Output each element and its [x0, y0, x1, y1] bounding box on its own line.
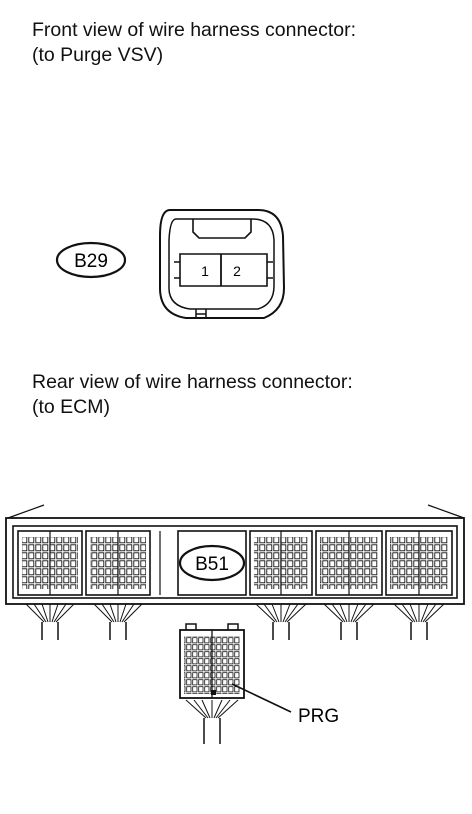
b29-callout-oval — [55, 241, 127, 279]
ecm-housing-frame — [5, 517, 465, 605]
b29-inner-rim — [168, 218, 275, 310]
prg-terminal-label: PRG — [298, 706, 339, 727]
ecm-block-3 — [249, 530, 313, 596]
b29-connector-callout: B29 — [55, 241, 127, 279]
ecm-block-2 — [85, 530, 151, 596]
ecm-block-5 — [385, 530, 453, 596]
front-view-heading-line2: (to Purge VSV) — [32, 44, 164, 66]
ecm-center-slot — [177, 530, 247, 596]
rear-view-heading-line2: (to ECM) — [32, 396, 110, 418]
prg-terminal-marker — [211, 690, 216, 695]
ecm-connector-assembly: B51 — [5, 504, 465, 640]
b51-connector-detail — [179, 623, 245, 744]
b29-key-notch — [195, 309, 207, 318]
prg-leader-line — [231, 683, 292, 713]
rear-view-heading-line1: Rear view of wire harness connector: — [32, 371, 353, 393]
front-view-heading: Front view of wire harness connector: (t… — [32, 18, 356, 68]
ecm-block-4 — [315, 530, 383, 596]
b29-connector-body — [159, 209, 286, 319]
ecm-wire-bundles — [25, 603, 445, 640]
b29-pin-1: 1 — [201, 263, 209, 279]
rear-view-heading: Rear view of wire harness connector: (to… — [32, 370, 353, 420]
ecm-block-1 — [17, 530, 83, 596]
b29-locking-tab — [192, 219, 252, 239]
front-view-heading-line1: Front view of wire harness connector: — [32, 19, 357, 41]
b29-outer-housing — [159, 209, 286, 319]
b29-connector-code: B29 — [74, 251, 108, 272]
b29-pin-cavity-block — [179, 253, 268, 287]
b51-callout-oval — [178, 544, 246, 582]
ecm-housing-inner — [12, 525, 458, 599]
b51-connector-code: B51 — [195, 554, 229, 575]
b29-pin-2: 2 — [233, 263, 241, 279]
